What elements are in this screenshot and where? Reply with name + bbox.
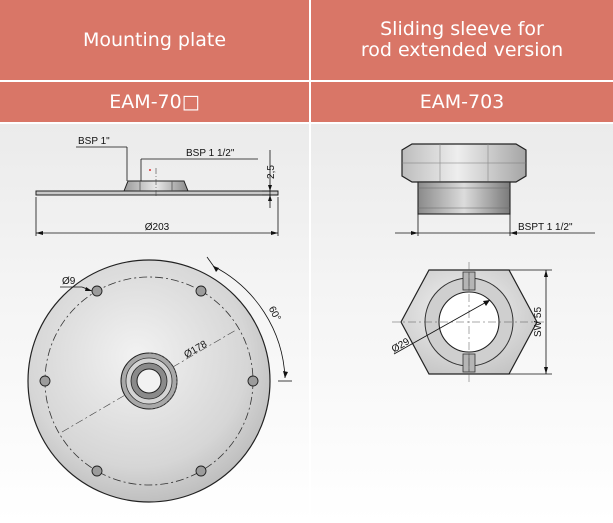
mounting-plate-drawing: BSP 1" BSP 1 1/2" 2,5 bbox=[27, 136, 292, 503]
bore-label: Ø29 bbox=[390, 336, 412, 355]
bsp-inner-callout: BSP 1 1/2" bbox=[140, 148, 258, 181]
mounting-plate-drawing-panel: BSP 1" BSP 1 1/2" 2,5 bbox=[0, 124, 309, 523]
mounting-hole bbox=[195, 465, 207, 477]
mounting-plate-code: EAM-70□ bbox=[109, 91, 200, 113]
plate-side-view bbox=[35, 168, 279, 198]
plate-top-view bbox=[27, 259, 271, 503]
mounting-hole bbox=[195, 285, 207, 297]
bsp-outer-label: BSP 1" bbox=[78, 136, 110, 147]
wrench-label: SW 55 bbox=[533, 307, 544, 337]
sliding-sleeve-drawing: BSPT 1 1/2" bbox=[390, 143, 595, 382]
mounting-plate-code-header: EAM-70□ bbox=[0, 82, 309, 122]
angle-label: 60° bbox=[266, 305, 283, 324]
sliding-sleeve-code: EAM-703 bbox=[419, 91, 505, 113]
thread-label: BSPT 1 1/2" bbox=[518, 222, 573, 233]
mounting-plate-column: Mounting plate EAM-70□ bbox=[0, 0, 309, 523]
height-label: 2,5 bbox=[266, 165, 277, 179]
bsp-outer-callout: BSP 1" bbox=[76, 136, 128, 181]
sliding-sleeve-column: Sliding sleeve for rod extended version … bbox=[311, 0, 613, 523]
sleeve-top-view bbox=[392, 262, 546, 382]
bsp-inner-label: BSP 1 1/2" bbox=[186, 148, 235, 159]
sliding-sleeve-drawing-panel: BSPT 1 1/2" bbox=[311, 124, 613, 523]
mounting-hole bbox=[91, 285, 103, 297]
sliding-sleeve-code-header: EAM-703 bbox=[311, 82, 613, 122]
diameter-label: Ø203 bbox=[145, 222, 170, 233]
sliding-sleeve-title-header: Sliding sleeve for rod extended version bbox=[311, 0, 613, 80]
mounting-plate-title: Mounting plate bbox=[82, 28, 227, 51]
diameter-dimension: Ø203 bbox=[35, 197, 279, 236]
hole-diameter-callout: Ø9 bbox=[60, 276, 93, 292]
thread-dimension: BSPT 1 1/2" bbox=[395, 214, 595, 236]
wrench-dimension: SW 55 bbox=[509, 269, 552, 375]
mounting-hole bbox=[247, 375, 259, 387]
mounting-plate-title-header: Mounting plate bbox=[0, 0, 309, 80]
mounting-hole bbox=[39, 375, 51, 387]
height-dimension: 2,5 bbox=[262, 150, 278, 208]
hole-diameter-label: Ø9 bbox=[62, 276, 76, 287]
sleeve-side-view bbox=[401, 143, 527, 215]
sliding-sleeve-title: Sliding sleeve for rod extended version bbox=[360, 18, 564, 61]
mounting-hole bbox=[91, 465, 103, 477]
